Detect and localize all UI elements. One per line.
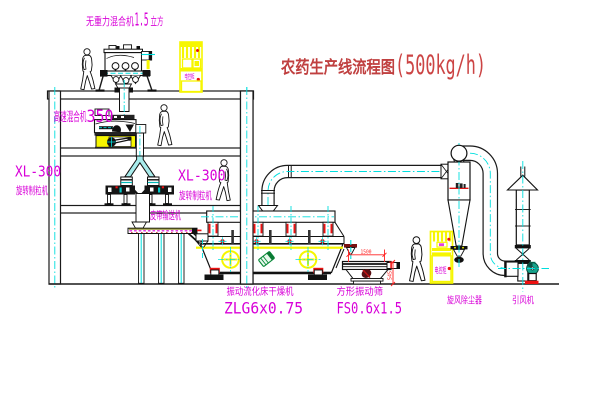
granulator-left-label: XL-300 旋转制粒机 [15, 163, 61, 198]
belt-conveyor-label: 皮带输送机 [150, 208, 181, 222]
exhaust-stack [506, 161, 539, 292]
exhaust-duct [257, 163, 453, 218]
screen-dimensions [346, 249, 396, 287]
granulator-downpipe [135, 193, 150, 223]
dryer-model: ZLG6x0.75 [224, 299, 303, 318]
gravity-mixer-volume: 1.5 [135, 10, 149, 30]
gravity-mixer-volume-unit: 立方 [151, 14, 164, 28]
cyclone-outlet-pipe [450, 144, 520, 277]
fluid-bed-dryer [195, 206, 357, 280]
dryer-label: 振动流化床干燥机 ZLG6x0.75 [224, 285, 303, 318]
fan-label: 引风机 [512, 295, 534, 307]
screen-model: FS0.6x1.5 [337, 299, 403, 318]
worker-floor2 [157, 104, 173, 147]
induced-draft-fan [498, 261, 549, 284]
granulator-right-model: XL-300 [178, 167, 226, 185]
screen-name: 方形振动筛 [337, 285, 384, 298]
worker-roof [80, 48, 96, 91]
gravity-mixer-label: 无重力混合机 1.5 立方 [86, 10, 164, 30]
bolt-dots [218, 237, 327, 246]
cyclone-dust-collector [447, 143, 471, 268]
screen-dim-length: 1500 [361, 250, 372, 256]
screen-label: 方形振动筛 FS0.6x1.5 [337, 285, 403, 318]
y-split-pipe [123, 155, 156, 178]
high-speed-mixer-model: 350 [87, 107, 114, 127]
cabinet-roof-label: 电控柜 [185, 72, 195, 81]
hood-stubs [207, 206, 334, 251]
granulator-left-model: XL-300 [15, 163, 61, 181]
vibrating-screen: 1500 545 [341, 249, 400, 287]
right-column-overlay [239, 87, 254, 290]
worker-ground [409, 236, 426, 282]
high-speed-mixer [93, 108, 147, 149]
control-cabinet-ground: 电控柜 [429, 230, 454, 284]
belt-conveyor [127, 227, 204, 284]
roof-slab [46, 90, 255, 100]
cabinet-ground-label: 电控柜 [435, 265, 447, 275]
granulator-right [141, 176, 174, 206]
circle-cross-symbols [218, 247, 321, 272]
gravity-free-mixer [95, 44, 157, 93]
granulator-right-label: XL-300 旋转制粒机 [178, 167, 226, 203]
screen-dim-height: 545 [387, 271, 393, 280]
title-text: 农药生产线流程图 [280, 57, 395, 78]
granulator-left-name: 旋转制粒机 [16, 184, 48, 197]
downpipe-funnel [131, 221, 148, 229]
high-speed-mixer-label: 高速混合机 350 [54, 107, 114, 127]
gravity-mixer-name: 无重力混合机 [86, 14, 134, 28]
dryer-feet [204, 267, 327, 280]
dryer-name: 振动流化床干燥机 [227, 285, 294, 298]
title: 农药生产线流程图 (500kg/h) [280, 50, 486, 81]
granulator-right-name: 旋转制粒机 [179, 189, 212, 202]
title-capacity: (500kg/h) [395, 50, 486, 81]
high-speed-mixer-name: 高速混合机 [54, 109, 87, 124]
dryer-discharge [335, 240, 357, 269]
second-floor-slab [59, 147, 242, 157]
cyclone-label: 旋风除尘器 [447, 295, 482, 307]
control-cabinet-roof: 电控柜 [179, 41, 203, 93]
granulator-left [104, 176, 139, 206]
vibration-motor [258, 251, 275, 267]
